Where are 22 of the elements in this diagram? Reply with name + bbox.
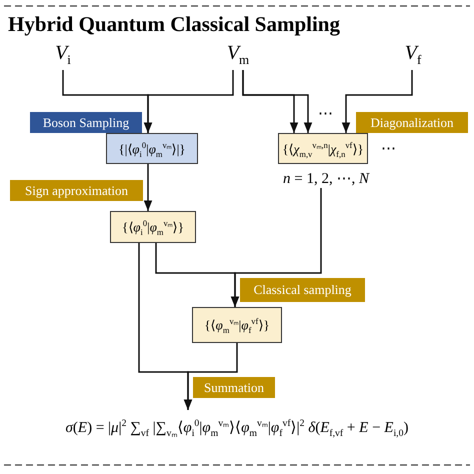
index-range-text: n = 1, 2, ⋯, N	[283, 170, 369, 188]
state-box: {⟨φ$_{m}$$^{vₘ}$|φ$_{f}$$^{vf}$⟩}	[192, 307, 282, 343]
arrow	[144, 70, 234, 133]
step-label: Diagonalization	[356, 112, 468, 133]
arrow	[230, 188, 322, 307]
formula-text: σ(E) = |μ|$^{2}$ ∑$_{vf}$ |∑$_{vₘ}$⟨φ$_{i}$$^{0}$|φ$_{m}$$^{vₘ}$⟩⟨φ$_{m}$$^{vₘ}$|φ$_{f}$$^{vf}$⟩|$^{2}$ δ(E$_{f,vf}$ + E − E$_{i,0}$)	[66, 416, 408, 438]
ellipsis-text: ⋯	[381, 140, 396, 158]
arrow	[144, 164, 152, 211]
arrow	[242, 70, 312, 133]
diagram-title: Hybrid Quantum Classical Sampling	[8, 12, 340, 37]
ellipsis-text: ⋯	[318, 105, 333, 123]
state-box: {|⟨φ$_{i}$$^{0}$|φ$_{m}$$^{vₘ}$⟩|}	[106, 133, 198, 164]
arrow	[184, 343, 238, 410]
variable-label: V$_{i}$	[55, 42, 71, 68]
step-label: Summation	[193, 377, 275, 398]
variable-label: V$_{m}$	[226, 42, 250, 68]
arrow	[342, 70, 413, 133]
variable-label: V$_{f}$	[404, 42, 422, 68]
step-label: Classical sampling	[240, 278, 365, 302]
step-label: Boson Sampling	[30, 112, 142, 133]
state-box: {⟨φ$_{i}$$^{0}$|φ$_{m}$$^{vₘ}$⟩}	[110, 211, 196, 243]
step-label: Sign approximation	[10, 180, 143, 201]
